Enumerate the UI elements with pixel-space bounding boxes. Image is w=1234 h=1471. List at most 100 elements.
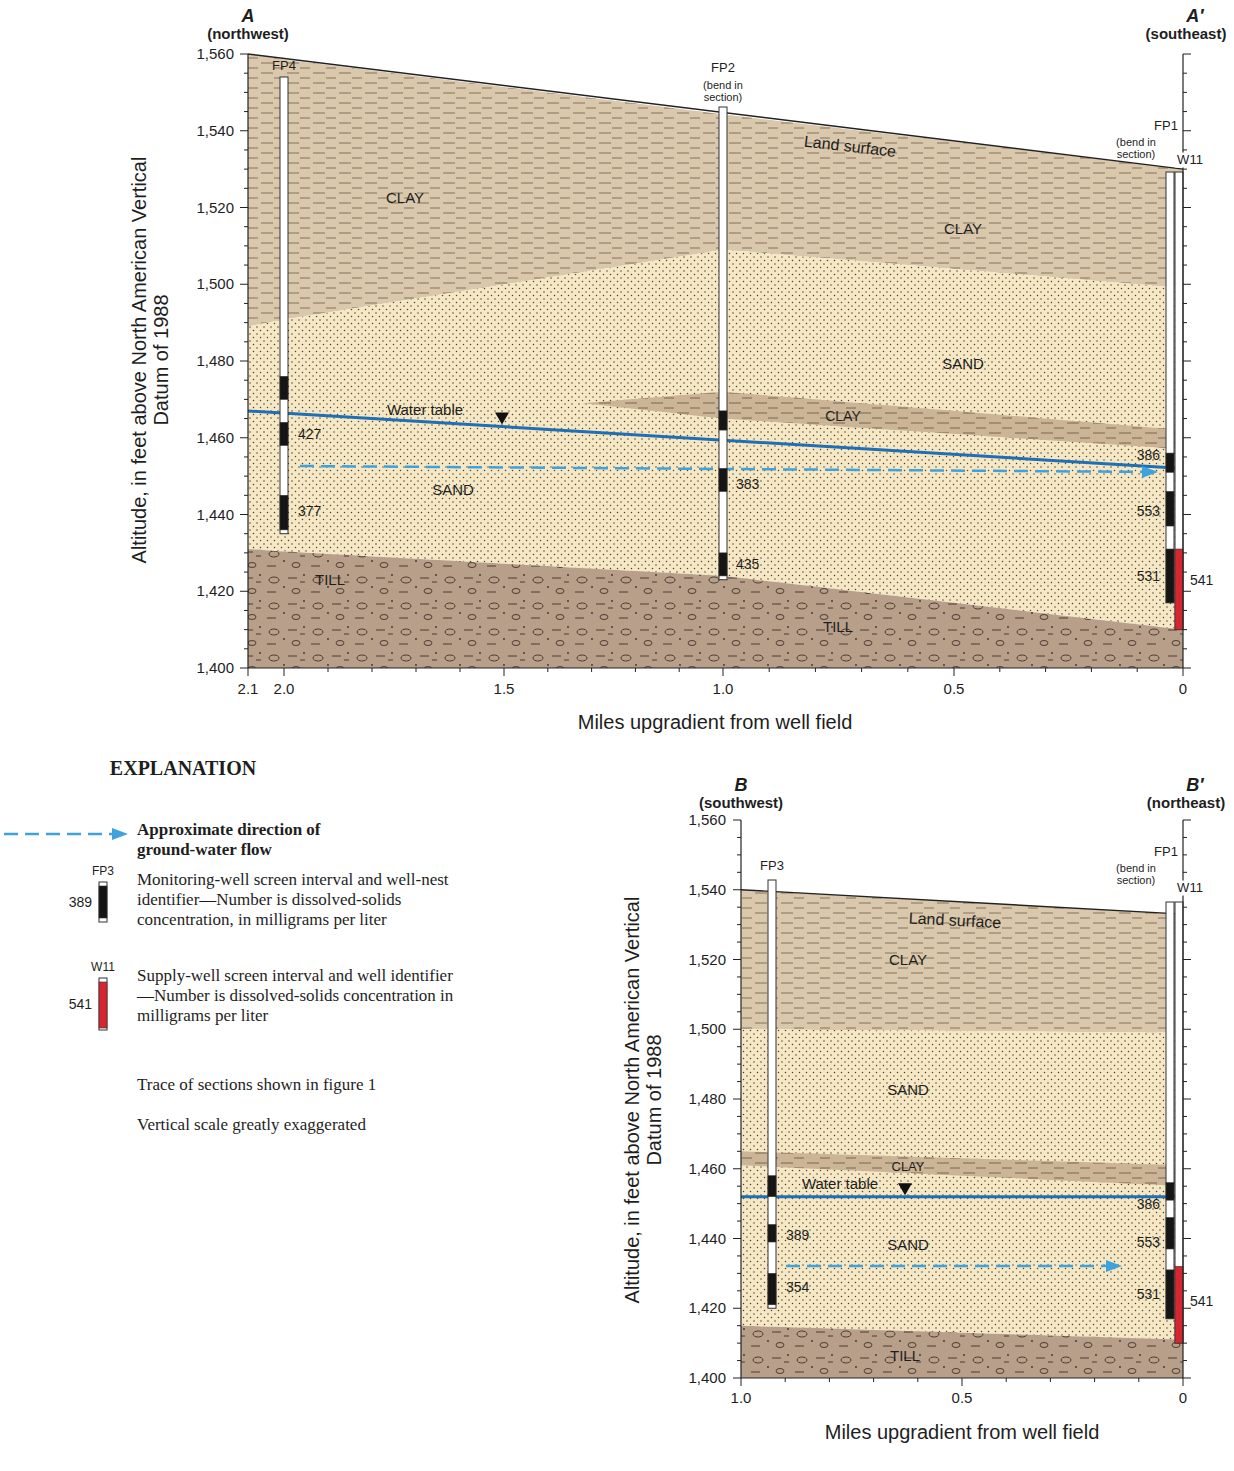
label: 0 [1179, 1389, 1187, 1406]
supply-well-casing [1175, 172, 1183, 630]
label: 1,460 [688, 1160, 726, 1177]
flow-arrowhead [1106, 1260, 1122, 1272]
label: Miles upgradient from well field [825, 1421, 1100, 1444]
label: B [735, 775, 748, 796]
label: 1,440 [196, 506, 234, 523]
label: 1,560 [196, 45, 234, 62]
monitoring-well-screen [280, 495, 288, 530]
y-tick [1183, 668, 1191, 669]
land-surface [248, 54, 1183, 169]
label: Miles upgradient from well field [578, 711, 853, 734]
label: 354 [786, 1279, 809, 1295]
y-tick [1183, 591, 1191, 592]
x-tick [504, 668, 505, 676]
label: 435 [736, 556, 759, 572]
label: FP3 [760, 859, 784, 874]
monitoring-well-casing [1166, 902, 1174, 1319]
monitoring-well-casing [768, 880, 776, 1308]
x-tick [1183, 668, 1184, 676]
label: W11 [91, 961, 115, 975]
label: Trace of sections shown in figure 1 [137, 1075, 376, 1095]
y-tick [1183, 1029, 1191, 1030]
y-tick [733, 820, 741, 821]
till-layer [248, 549, 1183, 668]
label: (northeast) [1147, 794, 1225, 811]
y-tick [240, 361, 248, 362]
y-tick [1183, 514, 1191, 515]
monitoring-well-screen [768, 1273, 776, 1304]
label: 386 [1137, 447, 1160, 463]
y-tick [1183, 820, 1191, 821]
label: 1,440 [688, 1230, 726, 1247]
y-tick [1183, 959, 1191, 960]
x-axis [741, 1377, 1183, 1378]
label: 1,560 [688, 811, 726, 828]
y-tick [733, 1378, 741, 1379]
label: 1,500 [688, 1021, 726, 1038]
label: CLAY [825, 408, 861, 424]
label: FP3 [92, 865, 114, 879]
label: 1,520 [196, 199, 234, 216]
label: 2.0 [274, 680, 295, 697]
y-tick [1183, 1238, 1191, 1239]
label: 1.0 [713, 680, 734, 697]
supply-well-screen [99, 982, 107, 1028]
label: (northwest) [207, 25, 289, 42]
label: 389 [69, 894, 92, 910]
monitoring-well-screen [99, 886, 107, 918]
y-tick [1183, 284, 1191, 285]
label: 427 [298, 426, 321, 442]
x-tick [954, 668, 955, 676]
label: 553 [1137, 503, 1160, 519]
label: 1,540 [688, 881, 726, 898]
till-layer [741, 1326, 1183, 1378]
label: Altitude, in feet above North American V… [621, 870, 665, 1330]
label: 1,480 [196, 352, 234, 369]
label: 0.5 [952, 1389, 973, 1406]
y-tick [1183, 361, 1191, 362]
monitoring-well-screen [719, 468, 727, 491]
monitoring-well-casing [99, 882, 107, 922]
label: (southeast) [1146, 25, 1227, 42]
monitoring-well-screen [768, 1176, 776, 1197]
label: 531 [1137, 568, 1160, 584]
y-tick [733, 889, 741, 890]
monitoring-well-screen [1166, 1270, 1174, 1319]
y-tick [733, 959, 741, 960]
y-tick [733, 1029, 741, 1030]
y-tick [1183, 130, 1191, 131]
monitoring-well-casing [719, 107, 727, 580]
land-surface [741, 890, 1183, 914]
label: 541 [1190, 1293, 1213, 1309]
y-tick [240, 207, 248, 208]
label: B′ [1186, 775, 1203, 796]
label: FP2 [711, 61, 735, 76]
label: 383 [736, 476, 759, 492]
flow-arrow-line [4, 833, 112, 836]
supply-well-casing [1175, 902, 1183, 1343]
label: 1,460 [196, 429, 234, 446]
monitoring-well-casing [1166, 172, 1174, 603]
label: 531 [1137, 1286, 1160, 1302]
y-tick [240, 591, 248, 592]
y-tick [1183, 1168, 1191, 1169]
y-tick [733, 1099, 741, 1100]
x-tick [284, 668, 285, 676]
label: Vertical scale greatly exaggerated [137, 1115, 366, 1135]
monitoring-well-screen [1166, 549, 1174, 603]
supply-well-screen [1175, 549, 1183, 630]
label: CLAY [889, 951, 927, 968]
monitoring-well-screen [1166, 1183, 1174, 1200]
monitoring-well-screen [1166, 491, 1174, 526]
supply-well-casing [99, 978, 107, 1030]
label: 1.0 [731, 1389, 752, 1406]
label: 1.5 [494, 680, 515, 697]
label: SAND [887, 1236, 929, 1253]
water-table-symbol [495, 412, 509, 424]
label: 1,400 [196, 659, 234, 676]
label: 1,420 [688, 1300, 726, 1317]
monitoring-well-screen [280, 422, 288, 445]
monitoring-well-screen [280, 376, 288, 399]
y-tick [240, 130, 248, 131]
